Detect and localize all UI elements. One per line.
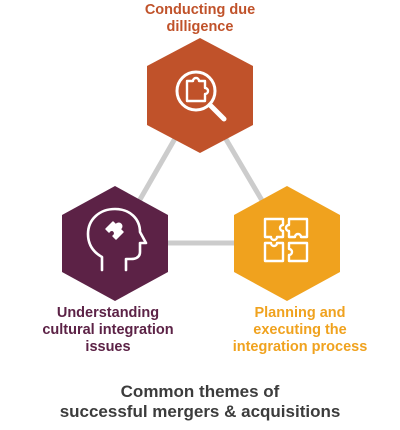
label-left: Understanding cultural integration issue… <box>18 305 198 356</box>
label-right: Planning and executing the integration p… <box>200 305 400 356</box>
label-top: Conducting due dilligence <box>100 2 300 36</box>
caption: Common themes of successful mergers & ac… <box>20 382 380 422</box>
label-right-line-2: executing the <box>253 322 347 338</box>
puzzle-pieces-icon <box>263 217 309 263</box>
caption-line-2: successful mergers & acquisitions <box>59 402 341 421</box>
label-right-line-1: Planning and <box>254 305 346 321</box>
hexagon-left-shape <box>62 186 168 301</box>
label-top-line-2: dilligence <box>166 19 234 35</box>
label-right-line-3: integration process <box>232 339 368 355</box>
label-top-line-1: Conducting due <box>144 2 256 18</box>
hexagon-top <box>147 38 253 153</box>
hexagon-right-shape <box>234 186 340 301</box>
hexagon-left <box>62 186 168 301</box>
head-puzzle-icon <box>86 207 148 272</box>
magnifier-puzzle-icon <box>175 70 227 122</box>
hexagon-right <box>234 186 340 301</box>
hexagon-top-shape <box>147 38 253 153</box>
label-left-line-3: issues <box>85 339 131 355</box>
label-left-line-1: Understanding <box>56 305 160 321</box>
label-left-line-2: cultural integration <box>42 322 174 338</box>
caption-line-1: Common themes of <box>120 382 280 401</box>
